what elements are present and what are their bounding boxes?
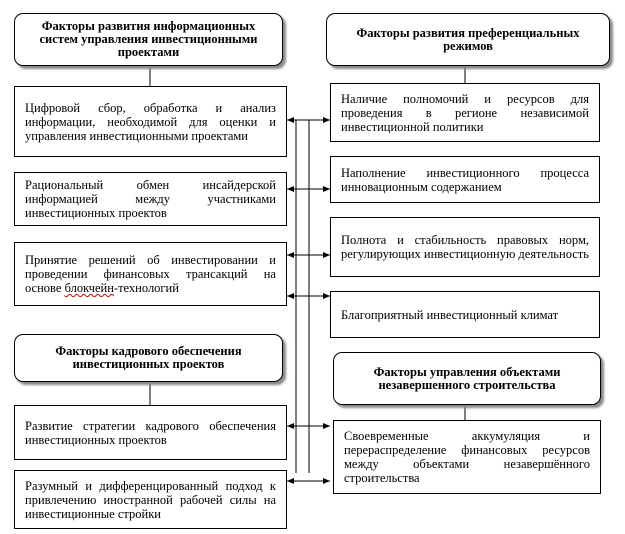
right-item-legal-text: Полнота и стабильность правовых норм, ре… xyxy=(341,233,589,261)
right-item-innovation: Наполнение инвестиционного процесса инно… xyxy=(330,156,600,203)
right-item-legal: Полнота и стабильность правовых норм, ре… xyxy=(330,217,600,277)
left-item-insider: Рациональный обмен инсайдерской информац… xyxy=(14,172,287,226)
left-item-strategy-text: Развитие стратегии кадрового обеспечения… xyxy=(25,418,276,447)
header-info-systems: Факторы развития информационных систем у… xyxy=(14,13,283,66)
left-item-digital-text: Цифровой сбор, обработка и анализ информ… xyxy=(25,100,276,143)
right-item-powers: Наличие полномочий и ресурсов для провед… xyxy=(330,83,600,142)
left-item-blockchain-text: Принятие решений об инвестировании и про… xyxy=(25,253,276,295)
left-item-foreign-labor: Разумный и дифференцированный подход к п… xyxy=(14,470,287,529)
header-info-systems-text: Факторы развития информационных систем у… xyxy=(39,19,258,59)
left-item-foreign-labor-text: Разумный и дифференцированный подход к п… xyxy=(25,478,276,521)
right-item-powers-text: Наличие полномочий и ресурсов для провед… xyxy=(341,91,589,134)
header-preferential: Факторы развития преференциальных режимо… xyxy=(326,13,610,66)
header-unfinished: Факторы управления объектами незавершенн… xyxy=(333,352,601,405)
right-item-climate: Благоприятный инвестиционный климат xyxy=(330,291,600,338)
header-staffing: Факторы кадрового обеспечения инвестицио… xyxy=(14,334,283,382)
header-preferential-text: Факторы развития преференциальных режимо… xyxy=(356,25,580,53)
left-item-strategy: Развитие стратегии кадрового обеспечения… xyxy=(14,405,287,460)
blockchain-text-after: -технологий xyxy=(113,281,179,295)
right-item-climate-text: Благоприятный инвестиционный климат xyxy=(341,307,559,322)
header-unfinished-text: Факторы управления объектами незавершенн… xyxy=(373,364,561,392)
left-item-digital: Цифровой сбор, обработка и анализ информ… xyxy=(14,86,287,157)
blockchain-word: блокчейн xyxy=(64,281,114,295)
right-item-accumulation: Своевременные аккумуляция и перераспреде… xyxy=(333,420,601,494)
header-staffing-text: Факторы кадрового обеспечения инвестицио… xyxy=(55,344,242,371)
right-item-accumulation-text: Своевременные аккумуляция и перераспреде… xyxy=(344,429,590,485)
left-item-insider-text: Рациональный обмен инсайдерской информац… xyxy=(25,178,276,220)
right-item-innovation-text: Наполнение инвестиционного процесса инно… xyxy=(341,165,589,194)
left-item-blockchain: Принятие решений об инвестировании и про… xyxy=(14,242,287,306)
blockchain-text-before: Принятие решений об инвестировании и про… xyxy=(25,253,276,295)
